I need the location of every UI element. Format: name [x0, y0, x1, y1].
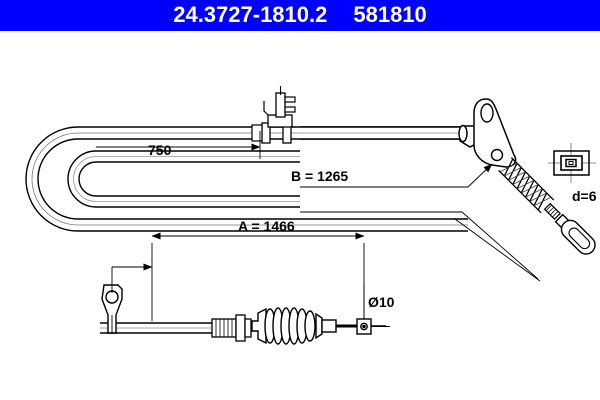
- cable-retainer-clip: [251, 86, 296, 144]
- cable-outer-sheath: [25, 126, 470, 232]
- dimension-750: [96, 131, 261, 159]
- label-a: A = 1466: [238, 218, 295, 234]
- upper-cable-run: [300, 126, 470, 140]
- cable-sheath-midlines: [31, 132, 470, 226]
- technical-drawing: 750 B = 1265 A = 1466 Ø10 d=6: [0, 31, 600, 400]
- leader-line-lower: [300, 218, 541, 282]
- cable-inner-sheath: [67, 150, 300, 208]
- coil-spring: [498, 157, 562, 221]
- drawing-canvas: 750 B = 1265 A = 1466 Ø10 d=6: [25, 86, 597, 345]
- label-b: B = 1265: [291, 168, 348, 184]
- cable-adjuster: [211, 314, 252, 342]
- rod-end: [554, 213, 596, 255]
- rubber-boot: [251, 307, 337, 345]
- title-bar: 24.3727-1810.2 581810: [0, 0, 600, 31]
- nipple-fitting: [345, 318, 390, 335]
- mounting-bracket: [101, 284, 123, 334]
- cable-inner-midline: [73, 156, 300, 202]
- label-d6: d=6: [572, 188, 597, 204]
- reference-number: 581810: [353, 1, 427, 27]
- lever-bracket: [458, 98, 517, 168]
- label-750: 750: [148, 142, 172, 158]
- label-d10: Ø10: [368, 294, 395, 310]
- leader-lines: [300, 163, 539, 280]
- part-number: 24.3727-1810.2: [173, 1, 328, 27]
- title-bar-text-group: 24.3727-1810.2 581810: [173, 2, 427, 28]
- dimension-a: [111, 232, 365, 321]
- clip-detail: [548, 143, 596, 183]
- lower-cable-run: [100, 322, 212, 334]
